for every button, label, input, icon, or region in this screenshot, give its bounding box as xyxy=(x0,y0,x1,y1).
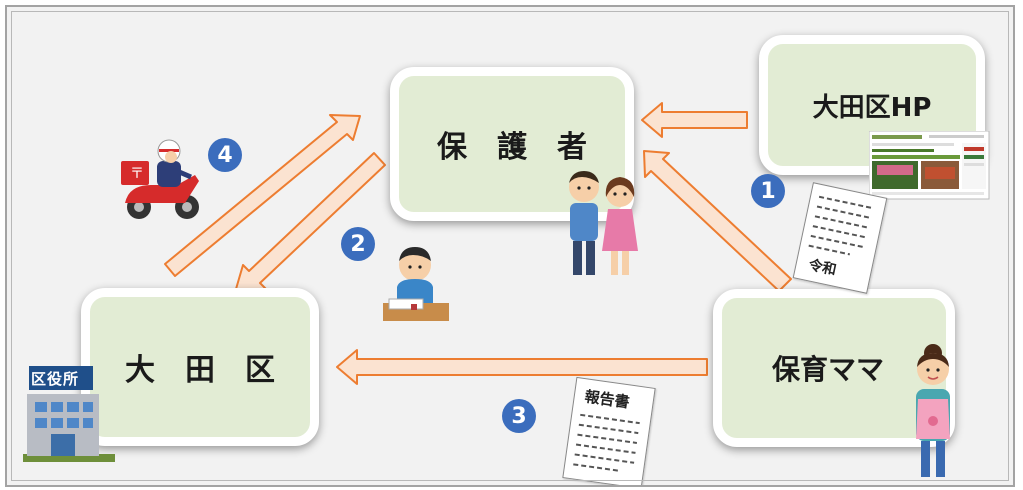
svg-text:〒: 〒 xyxy=(130,166,144,182)
ward-office-sign-label: 区役所 xyxy=(31,370,80,388)
parents-couple-icon xyxy=(569,171,638,275)
report-text-lines xyxy=(573,413,640,472)
step-badge-4: 4 xyxy=(208,138,242,172)
step-badge-2: 2 xyxy=(341,227,375,261)
guardian-label: 保 護 者 xyxy=(437,130,587,165)
step-badge-3: 3 xyxy=(502,399,536,433)
application-form-icon: 令和 xyxy=(792,182,888,294)
report-document-icon: 報告書 xyxy=(562,376,656,485)
postman-scooter-icon: 〒 xyxy=(121,139,199,219)
person-writing-icon xyxy=(383,247,449,321)
arrow-mama-to-ward xyxy=(336,349,708,385)
ota-ward-label: 大 田 区 xyxy=(125,353,275,388)
arrow-ward-to-guardian xyxy=(164,114,361,277)
childcare-worker-icon xyxy=(916,344,950,477)
arrows-layer xyxy=(164,102,792,385)
childcare-mama-label: 保育ママ xyxy=(772,353,885,386)
form-text-lines xyxy=(808,195,875,256)
website-screenshot-icon xyxy=(869,131,990,200)
step-badge-1: 1 xyxy=(751,174,785,208)
arrow-guardian-to-ward xyxy=(235,152,386,290)
ward-office-building-icon xyxy=(23,366,115,462)
arrow-hp-to-guardian xyxy=(641,102,748,138)
diagram-frame: 保 護 者 大 田 区 大田区HP 保育ママ 1 2 3 4 xyxy=(5,5,1015,487)
arrow-mama-to-guardian xyxy=(643,150,792,292)
ota-hp-label: 大田区HP xyxy=(812,92,932,123)
childcare-mama-node: 保育ママ xyxy=(713,289,955,447)
